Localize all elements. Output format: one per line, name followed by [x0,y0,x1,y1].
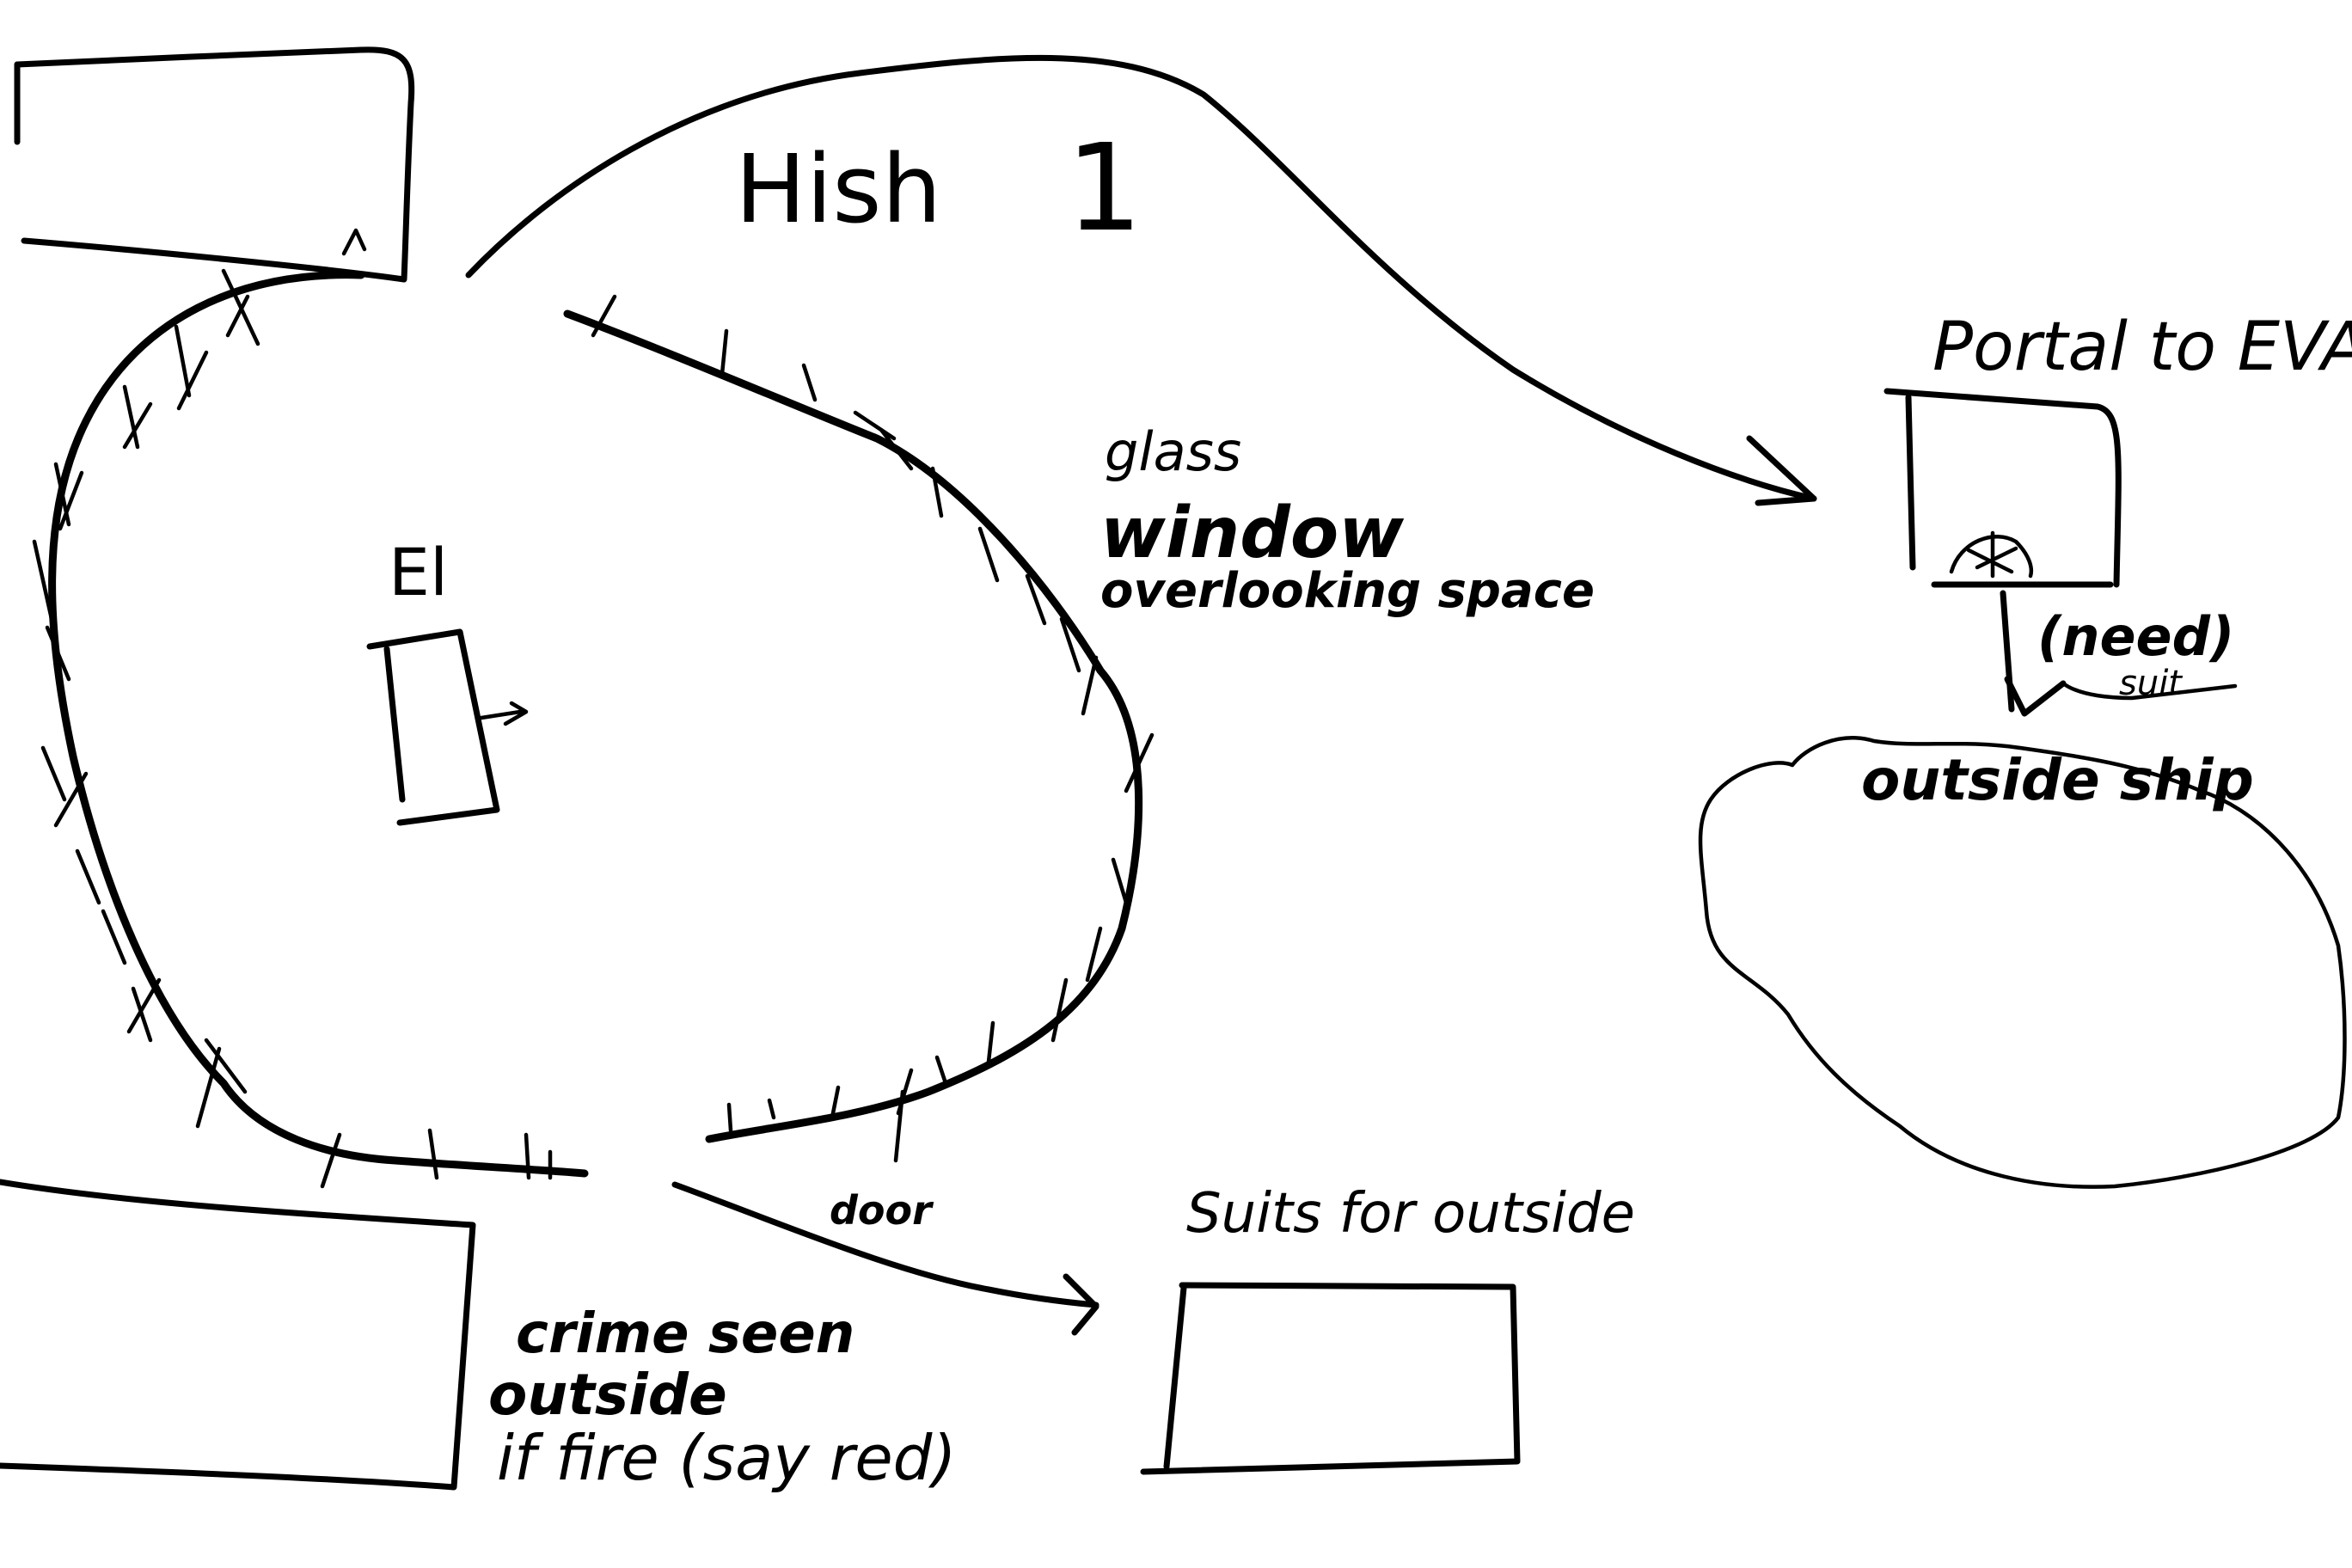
portal-box [1883,388,2122,588]
title-text: Hish [735,134,942,244]
elevator-box [366,628,500,826]
bottom-left-room [0,1179,476,1491]
door-label: door [830,1187,932,1234]
crime-line-3: if fire (say red) [497,1422,957,1494]
need-label: (need) [2037,605,2235,668]
suits-box [1140,1282,1521,1475]
overlooking-space-label: overlooking space [1100,563,1595,619]
round-room-outline [48,271,589,1178]
elevator-label: El [389,534,449,610]
top-left-room [14,46,415,283]
title-number: 1 [1066,119,1143,259]
outside-ship-blob [1698,736,2347,1189]
window-label: window [1100,493,1405,574]
portal-label: Portal to EVA [1932,309,2352,386]
crime-line-1: crime seen [516,1302,855,1366]
outside-ship-label: outside ship [1861,747,2254,813]
crime-line-2: outside [488,1362,727,1428]
suits-label: Suits for outside [1186,1182,1636,1246]
glass-label: glass [1105,420,1242,483]
glass-window-wall [563,309,1143,1143]
door-arrow [671,1181,1099,1308]
sketch-title: Hish [735,142,941,236]
arrow-to-portal [465,54,1817,502]
suit-label: suit [2119,664,2182,703]
